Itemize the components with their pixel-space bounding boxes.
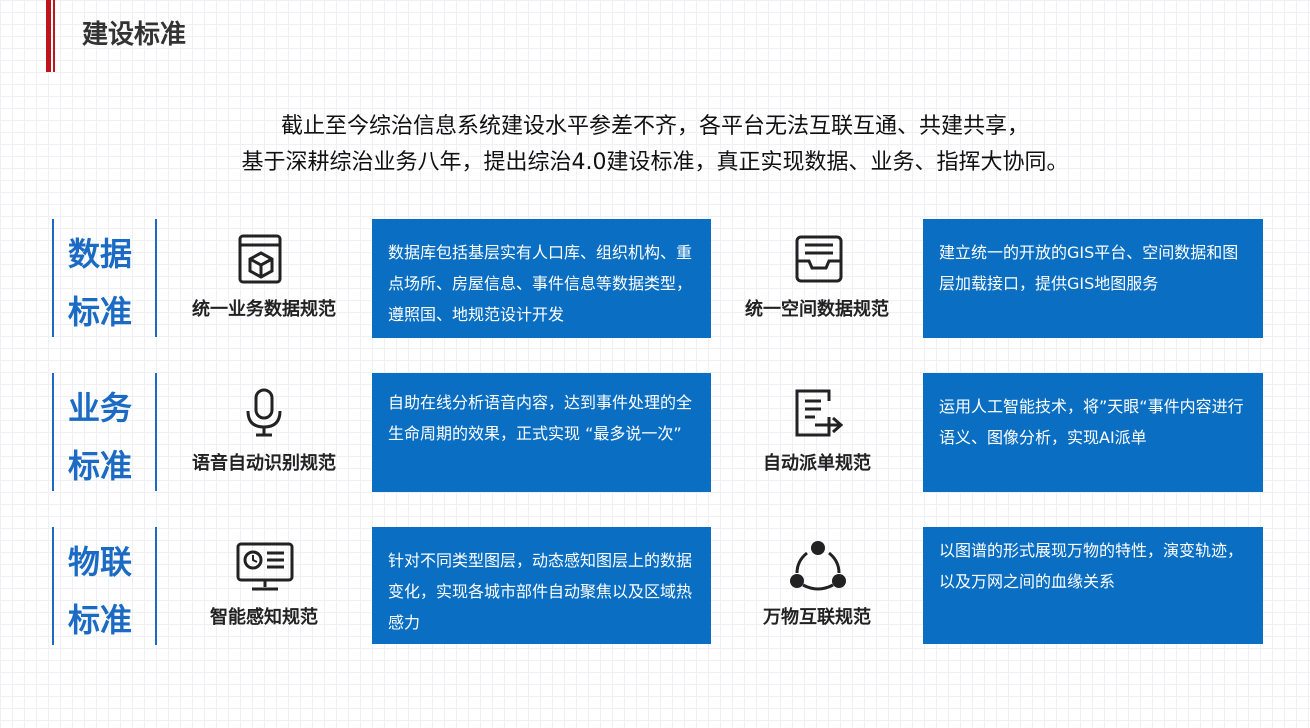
category-title-line: 数据 — [68, 235, 133, 273]
category-title-line: 物联 — [68, 543, 133, 581]
item-description: 建立统一的开放的GIS平台、空间数据和图层加载接口，提供GIS地图服务 — [923, 219, 1263, 338]
item-description: 以图谱的形式展现万物的特性，演变轨迹，以及万网之间的血缘关系 — [923, 527, 1263, 644]
database-book-icon — [238, 234, 282, 284]
title-accent-bar-thin — [53, 0, 55, 72]
category-divider-left — [52, 527, 54, 645]
category-divider-right — [155, 527, 157, 645]
share-network-icon — [790, 541, 846, 591]
category-title: 物联 标准 — [68, 533, 148, 649]
standard-row-business: 业务 标准 语音自动识别规范 自助在线分析语音内容，达到事件处理的全生命周期的效… — [0, 373, 1310, 493]
category-title-line: 标准 — [68, 447, 133, 485]
page-title: 建设标准 — [82, 20, 187, 50]
item-label: 万物互联规范 — [763, 607, 871, 628]
item-description: 自助在线分析语音内容，达到事件处理的全生命周期的效果，正式实现 “最多说一次” — [372, 373, 711, 492]
item-label: 语音自动识别规范 — [192, 453, 336, 474]
microphone-icon — [246, 388, 282, 437]
category-divider-right — [155, 373, 157, 491]
category-title-line: 标准 — [68, 601, 133, 639]
category-divider-left — [52, 219, 54, 337]
item-label: 智能感知规范 — [210, 607, 318, 628]
category-title: 业务 标准 — [68, 379, 148, 495]
item-description: 运用人工智能技术，将”天眼“事件内容进行语义、图像分析，实现AI派单 — [923, 373, 1263, 492]
intro-line-1: 截止至今综治信息系统建设水平参差不齐，各平台无法互联互通、共建共享， — [280, 114, 1029, 139]
document-send-icon — [795, 389, 844, 437]
standard-row-data: 数据 标准 统一业务数据规范 数据库包括基层实有人口库、组织机构、重点场所、房屋… — [0, 219, 1310, 339]
item-description: 数据库包括基层实有人口库、组织机构、重点场所、房屋信息、事件信息等数据类型，遵照… — [372, 219, 711, 338]
category-divider-left — [52, 373, 54, 491]
inbox-tray-icon — [795, 235, 843, 283]
intro-line-2: 基于深耕综治业务八年，提出综治4.0建设标准，真正实现数据、业务、指挥大协同。 — [241, 150, 1069, 175]
title-accent-bar — [46, 0, 51, 72]
item-description: 针对不同类型图层，动态感知图层上的数据变化，实现各城市部件自动聚焦以及区域热感力 — [372, 527, 711, 644]
item-label: 统一业务数据规范 — [192, 299, 336, 320]
item-label: 自动派单规范 — [763, 453, 871, 474]
category-title: 数据 标准 — [68, 225, 148, 341]
category-divider-right — [155, 219, 157, 337]
monitor-dashboard-icon — [236, 542, 294, 591]
category-title-line: 业务 — [68, 389, 133, 427]
category-title-line: 标准 — [68, 293, 133, 331]
item-label: 统一空间数据规范 — [745, 299, 889, 320]
standard-row-iot: 物联 标准 智能感知规范 针对不同类型图层，动态感知图层上的数据变化，实现各城市… — [0, 527, 1310, 647]
